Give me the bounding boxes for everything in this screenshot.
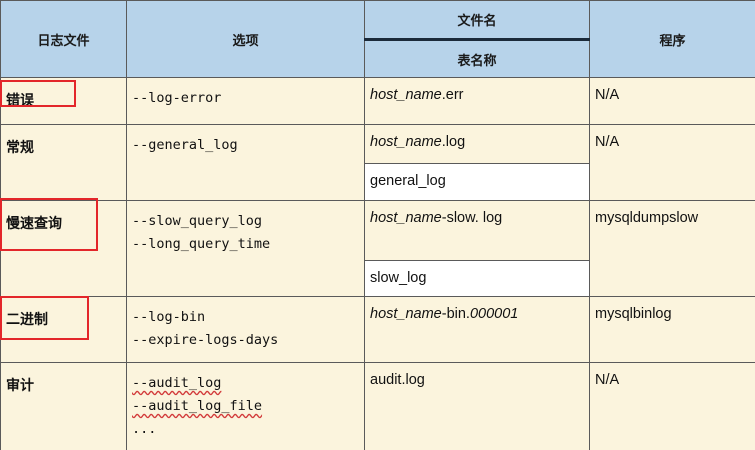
header-options: 选项 [126,0,365,78]
file-name-suffix: .log [441,134,466,150]
table-row: 慢速查询 --slow_query_log --long_query_time … [0,200,755,297]
program-cell: mysqldumpslow [589,200,755,297]
log-name-cell: 错误 [0,77,127,125]
program-cell: N/A [589,124,755,201]
file-name-cell: audit.log [364,362,590,450]
option: --expire-logs-days [132,332,279,348]
option: --general_log [132,137,238,153]
program-cell: N/A [589,77,755,125]
file-name-cell: host_name.err [364,77,590,125]
option: --audit_log_file [132,398,263,414]
log-name-cell: 审计 [0,362,127,450]
table-name-cell: slow_log [364,260,590,297]
file-name-italic-tail: 000001 [469,306,519,322]
highlight-box-error [0,80,76,107]
file-name-suffix: .err [441,87,464,103]
table-row: 常规 --general_log host_name.log N/A [0,124,755,201]
header-log-file: 日志文件 [0,0,127,78]
log-name: 审计 [6,378,34,394]
option: --long_query_time [132,236,271,252]
option: --audit_log [132,375,222,391]
log-name: 常规 [6,140,34,156]
log-name-cell: 二进制 [0,296,127,363]
file-name-italic: host_name [370,134,442,150]
options-cell: --slow_query_log --long_query_time [126,200,365,297]
file-name-italic: host_name [370,87,442,103]
option: ... [132,421,157,437]
file-name-italic: host_name [370,210,442,226]
option: --slow_query_log [132,213,263,229]
highlight-box-slow-query [0,198,98,251]
option: --log-bin [132,309,206,325]
table-row: slow_log [1,260,755,297]
table-row: general_log [1,163,755,201]
table-row: 二进制 --log-bin --expire-logs-days host_na… [0,296,755,363]
options-cell: --log-error [126,77,365,125]
log-name: 二进制 [6,312,48,328]
table-name-cell: general_log [364,163,590,201]
program-cell: mysqlbinlog [589,296,755,363]
highlight-box-binary [0,296,89,340]
file-name-cell: host_name.log [364,124,590,164]
program-cell: N/A [589,362,755,450]
option: --log-error [132,90,222,106]
header-table-name: 表名称 [364,39,590,78]
table-row: 错误 --log-error host_name.err N/A [0,77,755,125]
file-name-suffix: -slow. log [441,210,503,226]
file-name-cell: host_name-bin.000001 [364,296,590,363]
options-cell: --audit_log --audit_log_file ... [126,362,365,450]
log-name-cell: 常规 [0,124,127,201]
table-row: 审计 --audit_log --audit_log_file ... audi… [0,362,755,450]
header-program: 程序 [589,0,755,78]
log-name: 慢速查询 [6,216,62,232]
options-cell: --log-bin --expire-logs-days [126,296,365,363]
file-name-suffix: -bin. [441,306,470,322]
options-cell: --general_log [126,124,365,201]
file-name-cell: host_name-slow. log [364,200,590,261]
file-name-italic: host_name [370,306,442,322]
header-file-name: 文件名 [364,0,590,41]
